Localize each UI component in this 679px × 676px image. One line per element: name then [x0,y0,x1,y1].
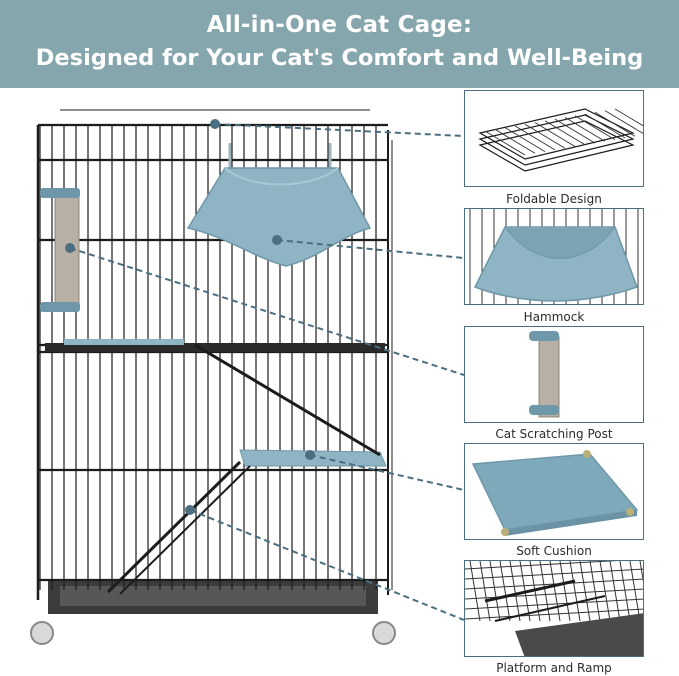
platform-and-ramp-image [465,561,643,656]
feature-panel-scratching-post [464,326,644,423]
wheel-front-left [30,621,54,645]
feature-panel-platform-ramp [464,560,644,657]
caption-cat-scratching-post: Cat Scratching Post [495,427,613,441]
hammock-image [469,209,639,304]
feature-panel-foldable [464,90,644,187]
wheel-front-right [372,621,396,645]
soft-cushion-image [471,450,639,536]
feature-panel-soft-cushion [464,443,644,540]
tray-inner [60,586,366,606]
scratching-post-image [529,331,560,418]
middle-shelf [45,339,385,352]
caption-platform-and-ramp: Platform and Ramp [496,661,612,675]
callout-lines [69,123,465,621]
hammock [186,143,372,267]
caption-hammock: Hammock [523,310,585,324]
ramp [106,343,381,595]
headline-line-2: Designed for Your Cat's Comfort and Well… [35,45,644,71]
headline-line-1: All-in-One Cat Cage: [206,12,473,38]
header-banner: All-in-One Cat Cage: Designed for Your C… [0,0,679,88]
caption-soft-cushion: Soft Cushion [516,544,592,558]
feature-panel-hammock [464,208,644,305]
callout-dots [65,119,315,515]
caption-foldable-design: Foldable Design [506,192,602,206]
foldable-design-image [478,108,643,172]
